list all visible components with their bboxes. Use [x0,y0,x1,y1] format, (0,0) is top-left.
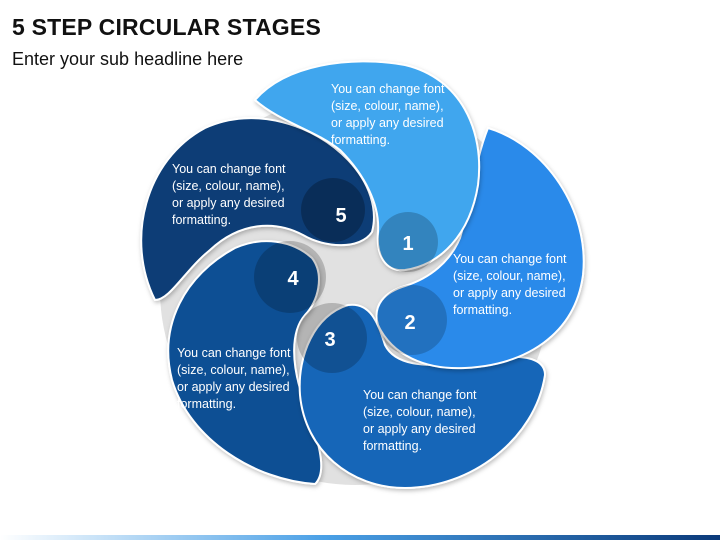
stage-5-petal [140,117,375,302]
stage-2-badge [377,285,447,355]
stage-2-text: You can change font (size, colour, name)… [453,252,567,317]
stage-1-text: You can change font (size, colour, name)… [331,82,445,147]
stage-4-text: You can change font (size, colour, name)… [177,346,291,411]
stage-4-badge [254,241,326,313]
stage-5-text: You can change font (size, colour, name)… [172,162,286,227]
page-title: 5 STEP CIRCULAR STAGES [12,14,321,40]
stage-1-badge [378,212,438,272]
stage-3-badge [297,303,367,373]
stage-2-number: 2 [404,312,415,334]
stage-4-number: 4 [287,268,299,290]
stage-3-text: You can change font (size, colour, name)… [363,388,477,453]
stage-1-number: 1 [402,233,413,255]
stage-1-petal [253,60,481,272]
stage-3-number: 3 [324,329,335,351]
stage-5-badge [301,178,365,242]
footer-gradient-bar [0,535,720,540]
page-subtitle: Enter your sub headline here [12,49,244,69]
stage-5-number: 5 [335,205,346,227]
stage-2-petal [375,126,585,370]
